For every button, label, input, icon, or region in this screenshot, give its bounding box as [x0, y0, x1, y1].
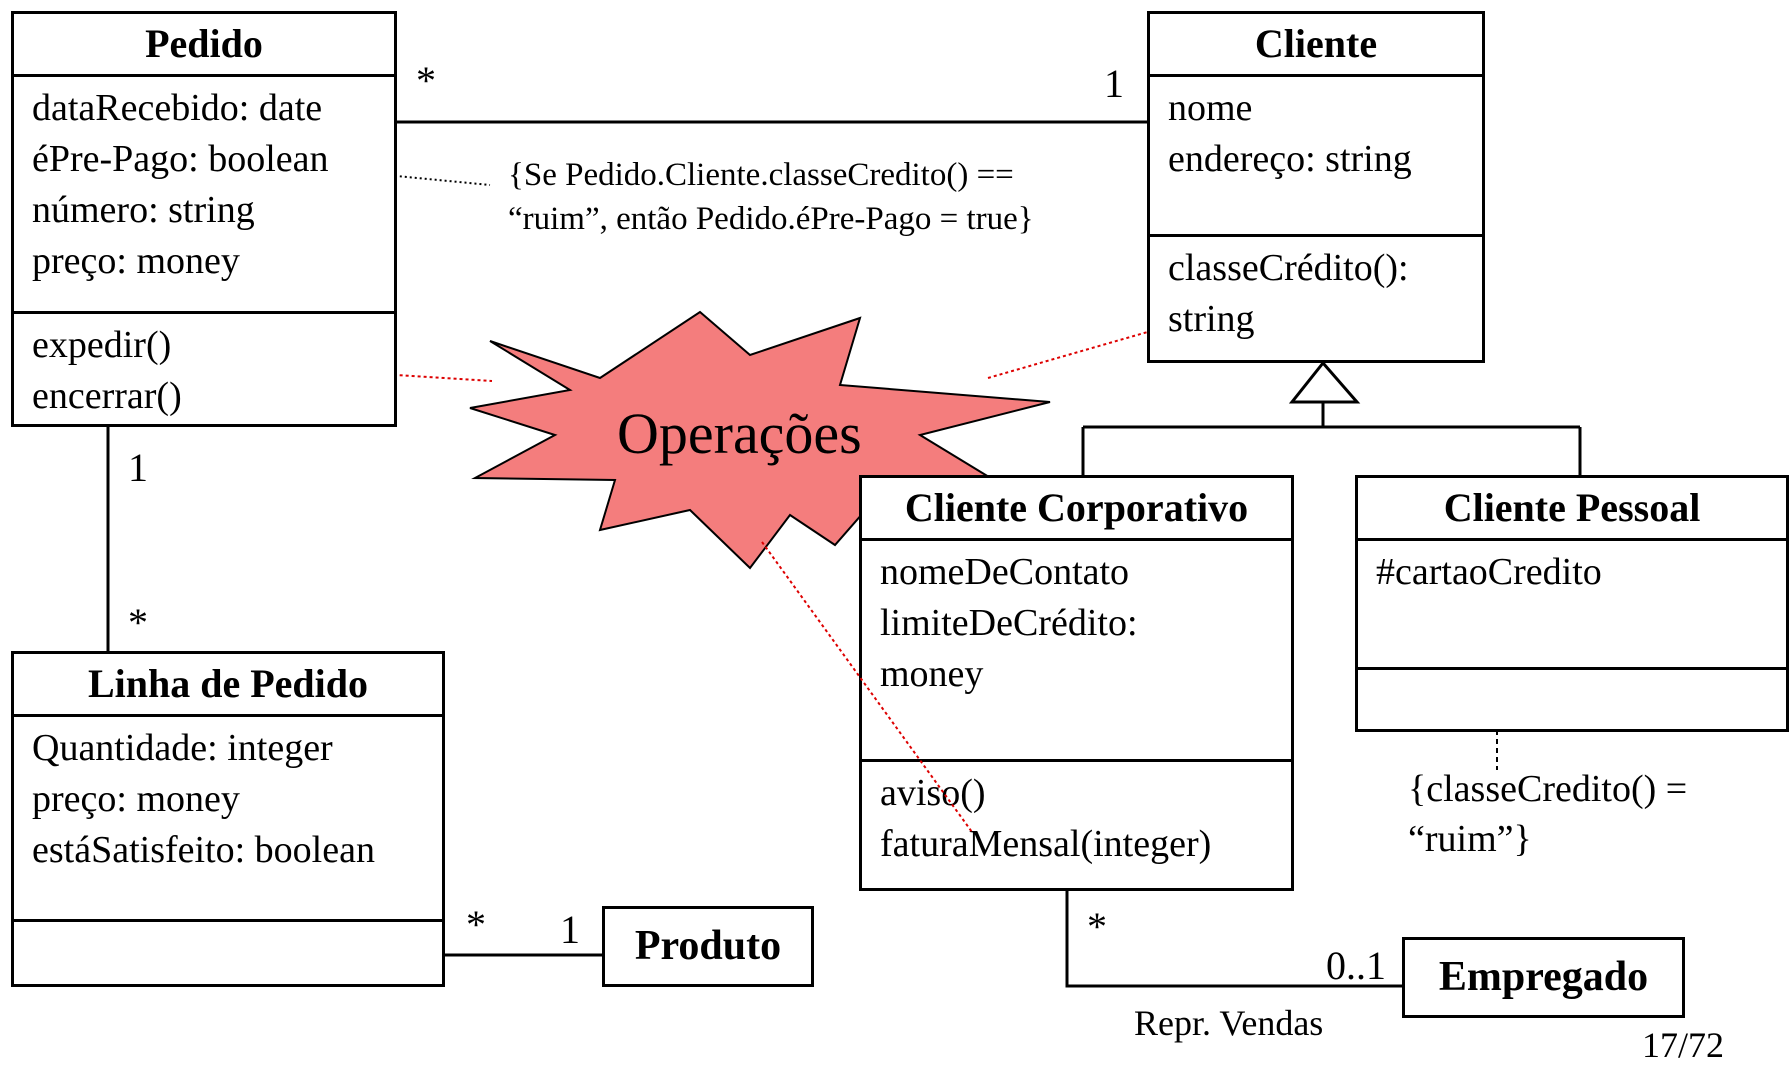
multiplicity-linha-produto-one: 1 — [560, 907, 580, 952]
multiplicity-linha-produto-star: * — [466, 902, 486, 947]
multiplicity-pedido-linha-one: 1 — [128, 445, 148, 490]
class-cliente-pessoal: Cliente Pessoal #cartaoCredito — [1355, 475, 1789, 732]
constraint-line: “ruim”, então Pedido.éPre-Pago = true} — [508, 201, 1034, 237]
attribute: limiteDeCrédito: — [880, 602, 1138, 644]
class-pedido-operations: expedir() encerrar() — [14, 314, 394, 422]
class-corporativo-name: Cliente Corporativo — [862, 478, 1291, 541]
class-pedido-attributes: dataRecebido: date éPre-Pago: boolean nú… — [14, 77, 394, 314]
class-cliente-attributes: nome endereço: string — [1150, 77, 1482, 237]
attribute: preço: money — [32, 778, 240, 820]
class-pessoal-attributes: #cartaoCredito — [1358, 541, 1786, 670]
operation: encerrar() — [32, 375, 182, 417]
attribute: nomeDeContato — [880, 551, 1130, 593]
attribute: nome — [1168, 87, 1253, 129]
attribute: preço: money — [32, 240, 240, 282]
class-empregado: Empregado — [1402, 937, 1685, 1018]
multiplicity-corp-emp-star: * — [1087, 904, 1107, 949]
class-pessoal-name: Cliente Pessoal — [1358, 478, 1786, 541]
attribute: endereço: string — [1168, 138, 1412, 180]
role-label: Repr. Vendas — [1134, 1003, 1324, 1043]
class-corporativo-attributes: nomeDeContato limiteDeCrédito: money — [862, 541, 1291, 762]
class-cliente-name: Cliente — [1150, 14, 1482, 77]
constraint-line: “ruim”} — [1408, 818, 1532, 860]
attribute: éPre-Pago: boolean — [32, 138, 329, 180]
operation: string — [1168, 298, 1255, 340]
attribute: money — [880, 653, 984, 695]
operation: faturaMensal(integer) — [880, 823, 1212, 865]
attribute: Quantidade: integer — [32, 727, 333, 769]
attribute: dataRecebido: date — [32, 87, 323, 129]
multiplicity-corp-emp-range: 0..1 — [1326, 943, 1386, 988]
attribute: estáSatisfeito: boolean — [32, 829, 375, 871]
constraint-line: {Se Pedido.Cliente.classeCredito() == — [508, 157, 1014, 193]
assoc-corp-empregado — [1065, 890, 1402, 988]
attribute: número: string — [32, 189, 255, 231]
class-corporativo-operations: aviso() faturaMensal(integer) — [862, 762, 1291, 870]
class-linha-de-pedido: Linha de Pedido Quantidade: integer preç… — [11, 651, 445, 987]
multiplicity-pedido-linha-star: * — [128, 600, 148, 645]
class-pessoal-operations — [1358, 670, 1786, 676]
class-linha-name: Linha de Pedido — [14, 654, 442, 717]
class-cliente: Cliente nome endereço: string classeCréd… — [1147, 11, 1485, 363]
operations-callout-label: Operações — [617, 401, 862, 466]
class-pedido: Pedido dataRecebido: date éPre-Pago: boo… — [11, 11, 397, 427]
class-linha-attributes: Quantidade: integer preço: money estáSat… — [14, 717, 442, 922]
multiplicity-pedido-cliente-star: * — [416, 58, 436, 103]
operation: aviso() — [880, 772, 986, 814]
attribute: #cartaoCredito — [1376, 551, 1602, 593]
constraint-pessoal: {classeCredito() = “ruim”} — [1408, 764, 1687, 864]
class-produto: Produto — [602, 906, 814, 987]
page-number: 17/72 — [1642, 1025, 1725, 1065]
class-cliente-corporativo: Cliente Corporativo nomeDeContato limite… — [859, 475, 1294, 891]
operation: expedir() — [32, 324, 172, 366]
class-cliente-operations: classeCrédito(): string — [1150, 237, 1482, 345]
generalization-arrowhead — [1288, 360, 1361, 404]
operation: classeCrédito(): — [1168, 247, 1409, 289]
class-pedido-name: Pedido — [14, 14, 394, 77]
constraint-prepago: {Se Pedido.Cliente.classeCredito() == “r… — [508, 153, 1034, 241]
constraint-line: {classeCredito() = — [1408, 768, 1688, 810]
class-linha-operations — [14, 922, 442, 928]
multiplicity-pedido-cliente-one: 1 — [1104, 61, 1124, 106]
